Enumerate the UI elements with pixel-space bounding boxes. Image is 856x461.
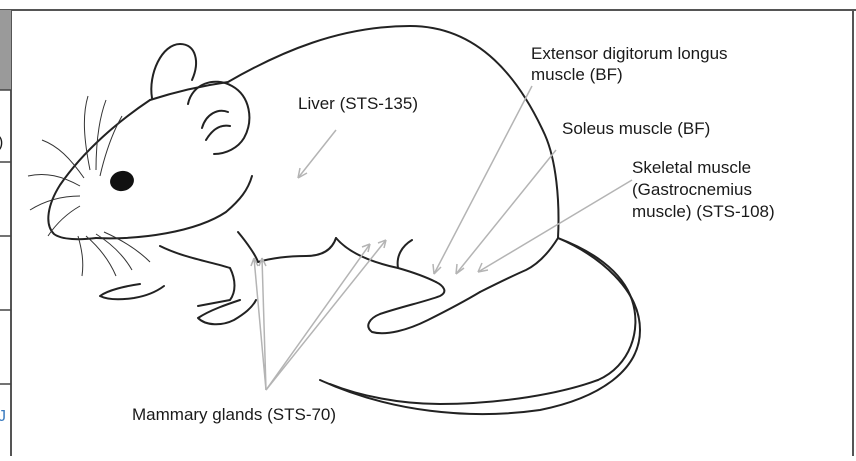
skeletal-label-line3: muscle) (STS-108)	[632, 201, 775, 222]
tail-inner	[330, 380, 598, 404]
front-ear	[188, 82, 249, 154]
hind-foot	[368, 282, 480, 333]
skeletal-label-line1: Skeletal muscle	[632, 157, 751, 178]
table-header-cell	[0, 10, 11, 90]
edl-pointer	[434, 86, 532, 274]
front-ear-inner-2	[206, 126, 230, 140]
soleus-label: Soleus muscle (BF)	[562, 118, 710, 139]
eye	[108, 169, 136, 194]
belly-line	[336, 238, 436, 282]
mammary-label: Mammary glands (STS-70)	[132, 404, 336, 425]
table-cell-fragment-1: )	[0, 134, 3, 152]
arrow-heads	[251, 168, 488, 274]
table-cell-fragment-2: J	[0, 408, 6, 426]
front-paw-left	[100, 284, 164, 299]
liver-label: Liver (STS-135)	[298, 93, 418, 114]
liver-pointer	[298, 130, 336, 178]
hind-leg-back	[480, 238, 558, 292]
hind-leg-knee	[398, 240, 412, 268]
chest-line	[238, 232, 336, 262]
front-leg	[160, 246, 235, 306]
skeletal-pointer	[478, 180, 632, 272]
mammary-pointer-3	[266, 244, 370, 390]
skeletal-label-line2: (Gastrocnemius	[632, 179, 752, 200]
mammary-pointer-4	[266, 240, 386, 390]
edl-label-line2: muscle (BF)	[531, 64, 623, 85]
edl-label-line1: Extensor digitorum longus	[531, 43, 728, 64]
